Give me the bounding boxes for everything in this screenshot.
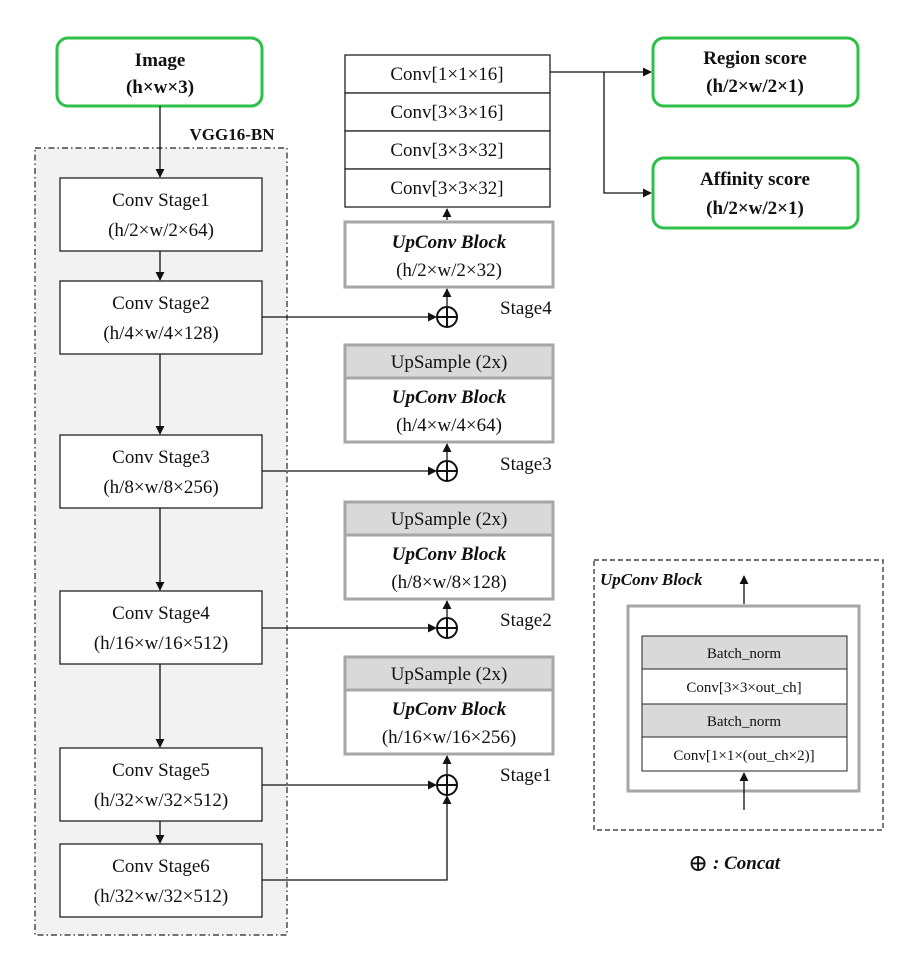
legend-layer-2: Conv[3×3×out_ch] (686, 680, 801, 696)
svg-text:Image: Image (135, 50, 186, 71)
svg-text:(h/16×w/16×256): (h/16×w/16×256) (382, 727, 516, 748)
legend-layer-3: Batch_norm (707, 714, 781, 730)
concat-legend-icon: ⊕ (688, 851, 708, 877)
conv-stage-2: Conv Stage2 (h/4×w/4×128) (59, 280, 263, 355)
conv-stage-6: Conv Stage6 (h/32×w/32×512) (59, 843, 263, 918)
legend-layer-1: Batch_norm (707, 646, 781, 662)
svg-text:UpConv Block: UpConv Block (392, 544, 507, 565)
svg-text:Region score: Region score (703, 48, 807, 69)
head-conv-stack: Conv[1×1×16] Conv[3×3×16] Conv[3×3×32] C… (344, 54, 551, 208)
skip-connections (262, 312, 452, 881)
svg-text:(h/4×w/4×128): (h/4×w/4×128) (103, 323, 218, 344)
svg-text:Conv Stage1: Conv Stage1 (112, 190, 210, 211)
svg-text:(h/32×w/32×512): (h/32×w/32×512) (94, 790, 228, 811)
upconv-block-3: UpSample (2x) UpConv Block (h/4×w/4×64) (343, 343, 555, 444)
merge-label-stage3: Stage3 (500, 454, 552, 475)
svg-text:Conv Stage4: Conv Stage4 (112, 603, 210, 624)
input-image-box: Image (h×w×3) (55, 36, 264, 108)
svg-text:UpConv Block: UpConv Block (392, 387, 507, 408)
concat-icon-stage2 (436, 617, 458, 639)
upconv-block-4: UpConv Block (h/2×w/2×32) (343, 220, 555, 289)
conv-stage-3: Conv Stage3 (h/8×w/8×256) (59, 434, 263, 509)
svg-text:Affinity score: Affinity score (700, 169, 810, 190)
conv-stage-4: Conv Stage4 (h/16×w/16×512) (59, 590, 263, 665)
concat-icon-stage1 (436, 774, 458, 796)
svg-text:(h×w×3): (h×w×3) (126, 77, 194, 98)
svg-text:Conv Stage2: Conv Stage2 (112, 293, 210, 314)
backbone-label: VGG16-BN (190, 125, 276, 144)
svg-text:UpConv Block: UpConv Block (392, 699, 507, 720)
head-conv-4: Conv[3×3×32] (390, 178, 503, 199)
svg-text:(h/16×w/16×512): (h/16×w/16×512) (94, 633, 228, 654)
svg-text:(h/8×w/8×128): (h/8×w/8×128) (391, 572, 506, 593)
legend-title: UpConv Block (600, 570, 703, 589)
svg-text:Conv Stage3: Conv Stage3 (112, 447, 210, 468)
upconv-block-2: UpSample (2x) UpConv Block (h/8×w/8×128) (343, 500, 555, 601)
svg-text:(h/2×w/2×32): (h/2×w/2×32) (396, 260, 502, 281)
conv-stage-5: Conv Stage5 (h/32×w/32×512) (59, 747, 263, 822)
concat-symbols (436, 306, 458, 796)
svg-text:Conv Stage5: Conv Stage5 (112, 760, 210, 781)
head-conv-1: Conv[1×1×16] (390, 64, 503, 85)
region-score-box: Region score (h/2×w/2×1) (651, 36, 860, 108)
legend-layer-4: Conv[1×1×(out_ch×2)] (673, 748, 814, 764)
svg-text:Conv Stage6: Conv Stage6 (112, 856, 210, 877)
concat-icon-stage3 (436, 460, 458, 482)
svg-text:(h/8×w/8×256): (h/8×w/8×256) (103, 477, 218, 498)
upconv-block-1: UpSample (2x) UpConv Block (h/16×w/16×25… (343, 655, 555, 756)
concat-icon-stage4 (436, 306, 458, 328)
merge-label-stage2: Stage2 (500, 610, 552, 631)
svg-text:(h/2×w/2×1): (h/2×w/2×1) (706, 76, 804, 97)
conv-stage-1: Conv Stage1 (h/2×w/2×64) (59, 177, 263, 252)
head-conv-2: Conv[3×3×16] (390, 102, 503, 123)
svg-text:(h/2×w/2×64): (h/2×w/2×64) (108, 220, 214, 241)
head-conv-3: Conv[3×3×32] (390, 140, 503, 161)
svg-text:(h/2×w/2×1): (h/2×w/2×1) (706, 198, 804, 219)
svg-text:UpSample (2x): UpSample (2x) (391, 352, 508, 373)
svg-text:UpConv Block: UpConv Block (392, 232, 507, 253)
merge-label-stage1: Stage1 (500, 765, 552, 786)
svg-text:(h/4×w/4×64): (h/4×w/4×64) (396, 415, 502, 436)
merge-label-stage4: Stage4 (500, 298, 552, 319)
affinity-score-box: Affinity score (h/2×w/2×1) (651, 156, 860, 230)
svg-text:UpSample (2x): UpSample (2x) (391, 509, 508, 530)
svg-text:UpSample (2x): UpSample (2x) (391, 664, 508, 685)
svg-text:(h/32×w/32×512): (h/32×w/32×512) (94, 886, 228, 907)
output-arrows (550, 67, 652, 198)
concat-legend-text: : Concat (713, 853, 781, 874)
legend-layers: Batch_norm Conv[3×3×out_ch] Batch_norm C… (641, 635, 848, 772)
